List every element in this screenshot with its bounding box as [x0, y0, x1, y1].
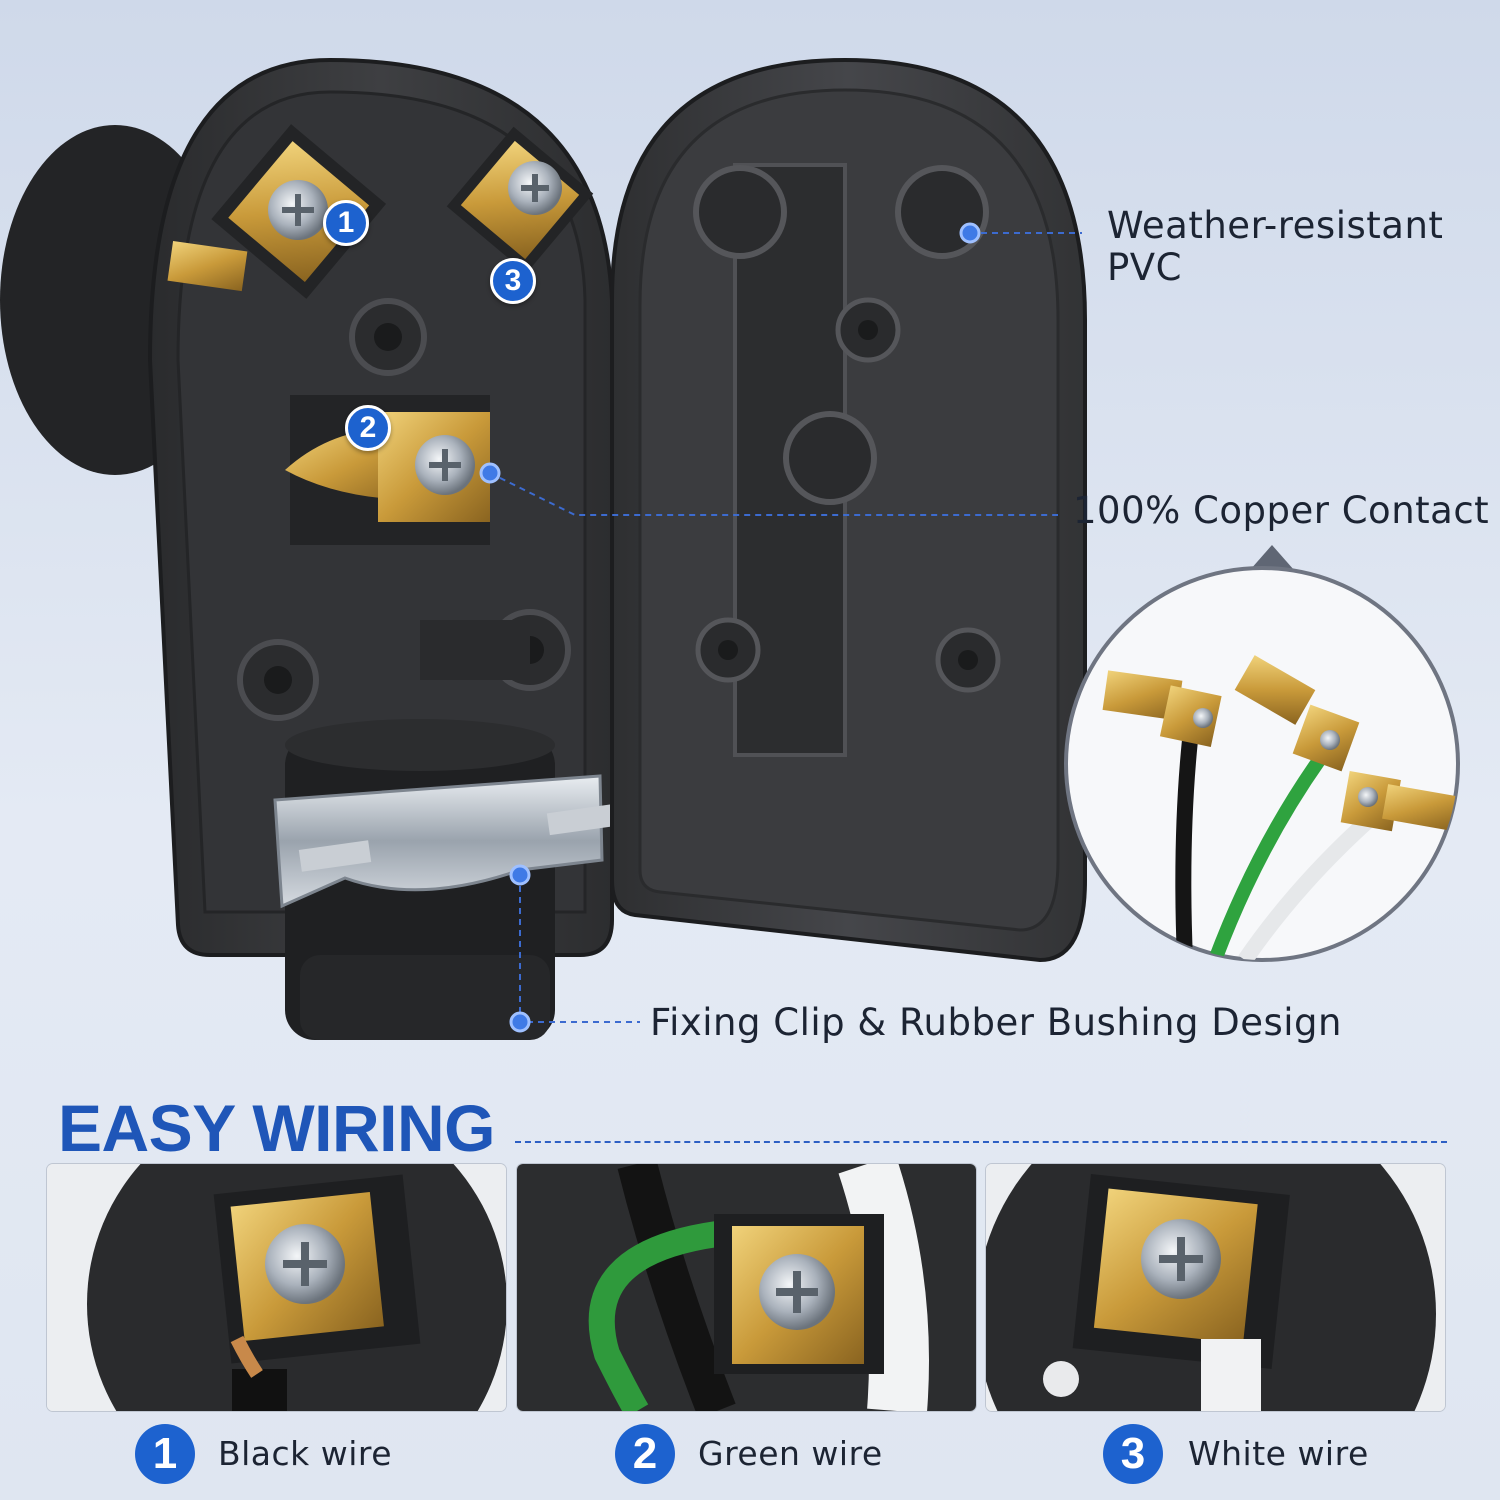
wiring-photo-green: [517, 1164, 976, 1411]
section-title: EASY WIRING: [58, 1091, 496, 1165]
wiring-photo-black: [47, 1164, 506, 1411]
step-label-3: White wire: [1188, 1434, 1369, 1473]
copper-contact-callout: 100% Copper Contact: [1073, 489, 1490, 532]
copper-contact-detail: [1064, 566, 1460, 962]
step-label-1: Black wire: [218, 1434, 393, 1473]
title-divider: [515, 1141, 1447, 1143]
step-badge-3: 3: [1103, 1424, 1163, 1484]
terminal-badge-2: 2: [345, 405, 391, 451]
wiring-photo-white: [986, 1164, 1445, 1411]
terminal-badge-1: 1: [323, 200, 369, 246]
plug-illustration: [0, 57, 1460, 1040]
terminal-badge-3: 3: [490, 258, 536, 304]
material-callout-line2: PVC: [1107, 246, 1182, 289]
step-badge-2: 2: [615, 1424, 675, 1484]
clip-callout: Fixing Clip & Rubber Bushing Design: [650, 1001, 1342, 1044]
step-badge-1: 1: [135, 1424, 195, 1484]
material-callout-line1: Weather-resistant: [1107, 204, 1444, 247]
step-label-2: Green wire: [698, 1434, 883, 1473]
